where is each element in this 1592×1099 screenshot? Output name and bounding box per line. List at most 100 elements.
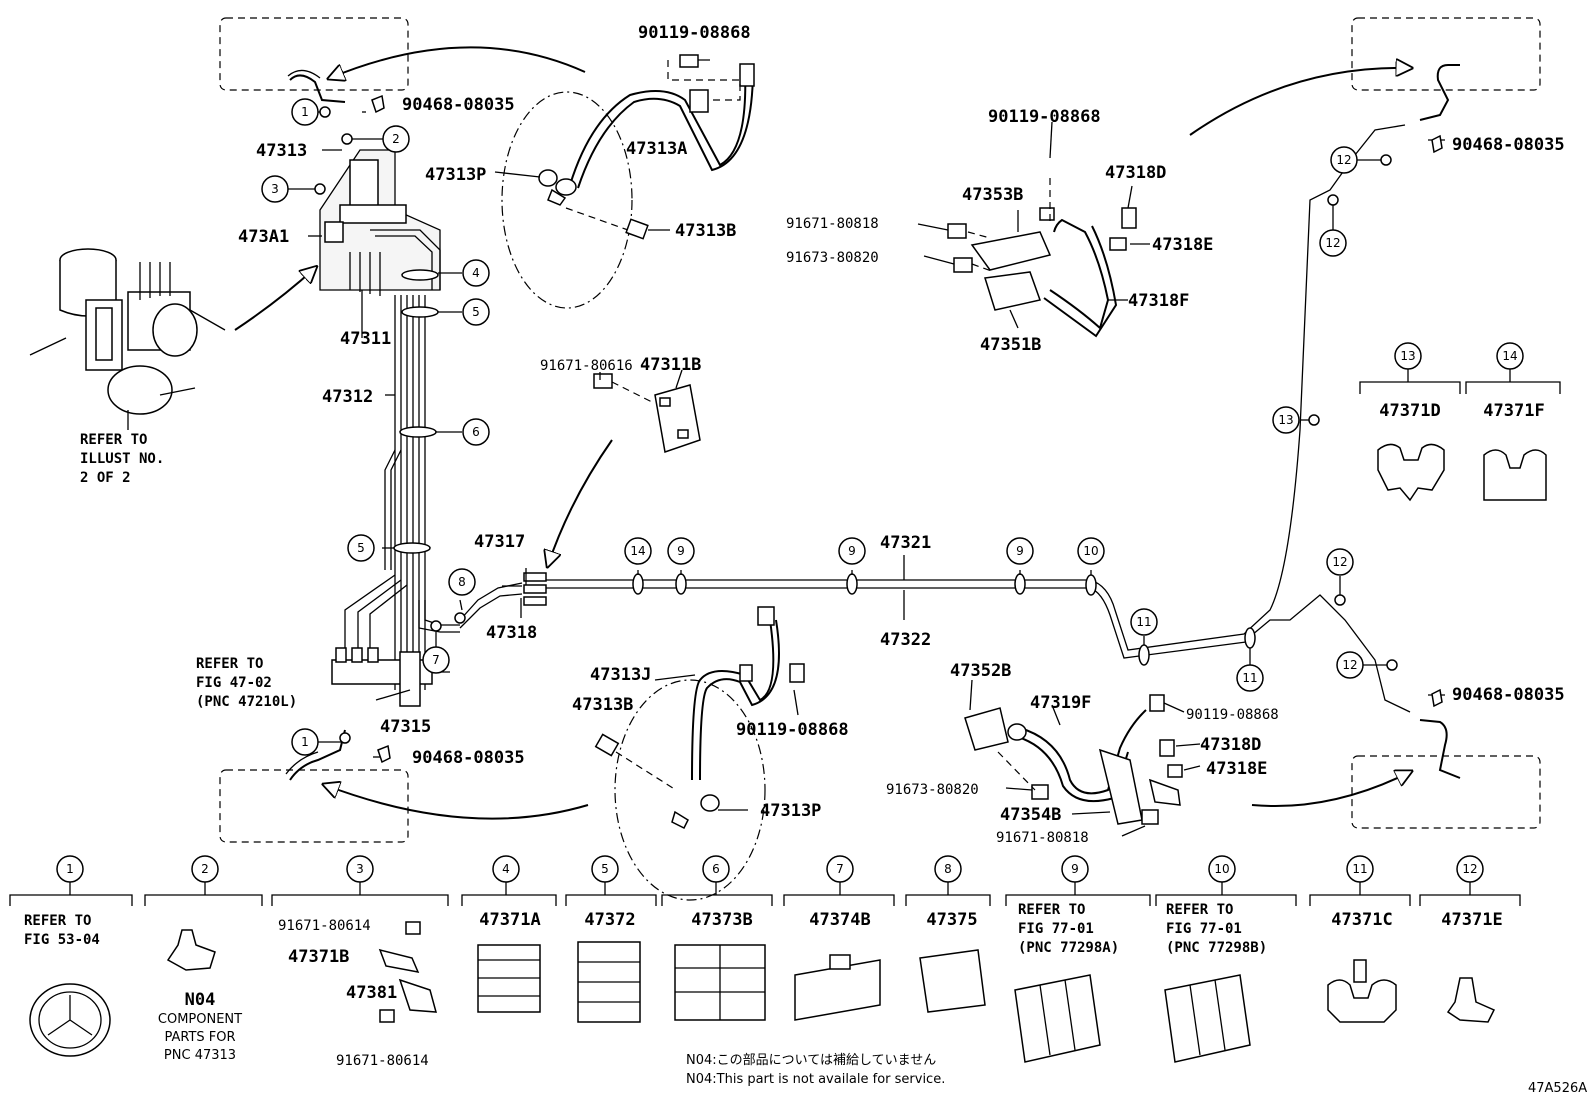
- svg-text:11: 11: [1242, 671, 1257, 685]
- joint-2-top: [341, 133, 353, 145]
- callout-13-tube: 13: [1272, 406, 1300, 434]
- svg-text:9: 9: [1016, 544, 1024, 558]
- svg-text:2: 2: [201, 862, 209, 876]
- pipe-end-bottom-left: [285, 729, 346, 781]
- label-91671-80616: 91671-80616: [540, 358, 633, 374]
- svg-text:47372: 47372: [584, 910, 635, 930]
- legend-3: 3 91671-80614 47371B 47381 91671-80614: [271, 855, 449, 1069]
- callout-11-tube-b: 11: [1236, 664, 1264, 692]
- arrow-47311B: [548, 439, 613, 565]
- label-47315: 47315: [380, 717, 431, 737]
- arrow-top-right: [1189, 68, 1410, 136]
- svg-text:9: 9: [848, 544, 856, 558]
- abs-actuator-assembly: [29, 248, 226, 430]
- pipe-end-top-right: [1419, 64, 1460, 121]
- label-47352B: 47352B: [950, 661, 1011, 681]
- legend-13: 13 47371D: [1359, 342, 1461, 502]
- label-47353B: 47353B: [962, 185, 1023, 205]
- joint-13: [1308, 414, 1320, 426]
- svg-text:3: 3: [271, 182, 279, 196]
- joint-12-a: [1380, 154, 1392, 166]
- clamp-ring-5-top: [401, 306, 439, 318]
- svg-text:47371C: 47371C: [1331, 910, 1392, 930]
- bolt-47313B-top: [565, 207, 649, 240]
- master-cylinder-block: [331, 647, 450, 707]
- svg-text:47371B: 47371B: [288, 947, 349, 967]
- svg-text:12: 12: [1336, 153, 1351, 167]
- label-47318F: 47318F: [1128, 291, 1189, 311]
- label-91673-80820-bottom: 91673-80820: [886, 782, 979, 798]
- refer-fig4702-line3: (PNC 47210L): [196, 694, 297, 710]
- clip-9-c: [1014, 573, 1026, 595]
- label-47311B: 47311B: [640, 355, 701, 375]
- svg-text:47371D: 47371D: [1379, 401, 1440, 421]
- label-47312: 47312: [322, 387, 373, 407]
- svg-text:13: 13: [1400, 349, 1415, 363]
- refer-fig4702-line1: REFER TO: [196, 656, 263, 672]
- refer-illust-line2: ILLUST NO.: [80, 451, 164, 467]
- clip-icon-90468-br: [1431, 688, 1443, 708]
- svg-text:10: 10: [1214, 862, 1229, 876]
- svg-text:47375: 47375: [926, 910, 977, 930]
- svg-text:47374B: 47374B: [809, 910, 870, 930]
- ref-box-top-right: [1351, 17, 1541, 91]
- svg-text:FIG 53-04: FIG 53-04: [24, 932, 100, 948]
- main-tube-bundle: [319, 149, 460, 690]
- legend-5: 5 47372: [565, 855, 657, 1023]
- svg-text:3: 3: [356, 862, 364, 876]
- legend-6: 6 47373B: [661, 855, 773, 1021]
- label-473A1: 473A1: [238, 227, 289, 247]
- label-90468-top-right: 90468-08035: [1452, 135, 1565, 155]
- flex-hose-lower-right: [964, 694, 1183, 825]
- label-47318E-top: 47318E: [1152, 235, 1213, 255]
- label-47313: 47313: [256, 141, 307, 161]
- svg-text:7: 7: [432, 653, 440, 667]
- svg-text:PNC 47313: PNC 47313: [164, 1048, 236, 1063]
- svg-text:47381: 47381: [346, 983, 397, 1003]
- svg-text:9: 9: [1071, 862, 1079, 876]
- svg-text:8: 8: [944, 862, 952, 876]
- joint-12-b: [1327, 194, 1339, 206]
- joint-12-c: [1334, 594, 1346, 606]
- svg-text:12: 12: [1462, 862, 1477, 876]
- svg-text:6: 6: [712, 862, 720, 876]
- callout-10-tube: 10: [1077, 537, 1105, 565]
- svg-text:91671-80614: 91671-80614: [336, 1053, 429, 1069]
- callout-9-tube-a: 9: [667, 537, 695, 565]
- callout-1-top: 1: [291, 98, 319, 126]
- pipe-end-top-left: [287, 69, 346, 103]
- label-47313B-bottom: 47313B: [572, 695, 633, 715]
- label-47313B-top: 47313B: [675, 221, 736, 241]
- svg-text:47371A: 47371A: [479, 910, 540, 930]
- legend-14: 14 47371F: [1465, 342, 1561, 501]
- clamp-ring-5-bottom: [393, 542, 431, 554]
- svg-text:4: 4: [472, 266, 480, 280]
- callout-4: 4: [462, 259, 490, 287]
- arrow-bottom-left: [325, 785, 589, 820]
- svg-text:5: 5: [357, 541, 365, 555]
- svg-text:(PNC 77298A): (PNC 77298A): [1018, 940, 1119, 956]
- callout-8: 8: [448, 568, 476, 596]
- callout-3: 3: [261, 175, 289, 203]
- joint-12-d: [1386, 659, 1398, 671]
- svg-text:12: 12: [1325, 236, 1340, 250]
- clip-14: [632, 573, 644, 595]
- label-47317: 47317: [474, 532, 525, 552]
- legend-1: 1 REFER TO FIG 53-04: [9, 855, 133, 1057]
- svg-text:COMPONENT: COMPONENT: [158, 1012, 242, 1027]
- callout-11-tube-a: 11: [1130, 608, 1158, 636]
- detail-circle-bottom: [614, 679, 766, 901]
- clip-icon-90468-tl: [371, 94, 385, 114]
- label-47318D-bottom: 47318D: [1200, 735, 1261, 755]
- svg-text:13: 13: [1278, 413, 1293, 427]
- label-91671-80818-top: 91671-80818: [786, 216, 879, 232]
- leader-lines: [308, 111, 1445, 837]
- svg-text:1: 1: [66, 862, 74, 876]
- legend-11: 11 47371C: [1309, 855, 1411, 1023]
- svg-text:8: 8: [458, 575, 466, 589]
- illustration-id: 47A526A: [1528, 1081, 1587, 1096]
- bracket-47311B: [593, 373, 701, 453]
- label-90468-bottom-right: 90468-08035: [1452, 685, 1565, 705]
- refer-illust-line3: 2 OF 2: [80, 470, 131, 486]
- label-91673-80820-top: 91673-80820: [786, 250, 879, 266]
